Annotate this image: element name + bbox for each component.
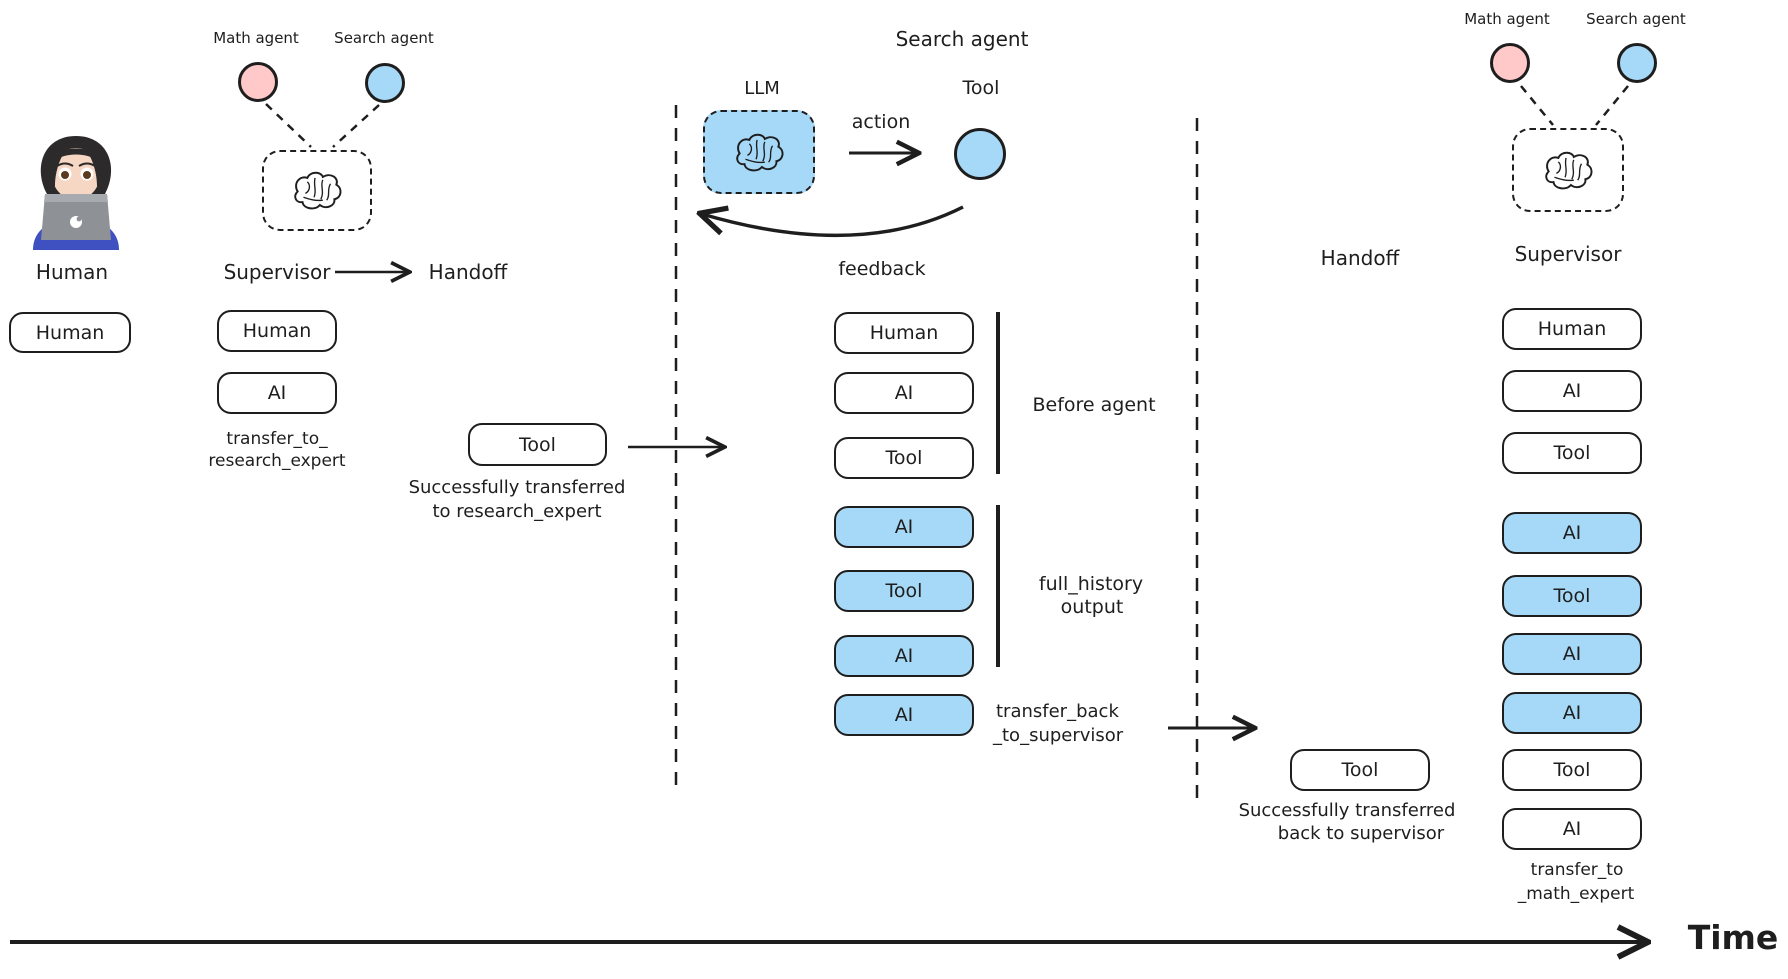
- full-history-label-line2: output: [1060, 596, 1124, 618]
- search-agent-connector: [332, 104, 380, 148]
- tool-circle: [954, 128, 1006, 180]
- message-box: AI: [1502, 370, 1642, 412]
- transfer-back-caption-line1: transfer_back: [996, 701, 1119, 722]
- transfer-to-math-caption-line2: _math_expert: [1517, 884, 1635, 904]
- message-box: Tool: [1502, 575, 1642, 617]
- supervisor-brain-box: [262, 150, 372, 231]
- brain-icon: [736, 133, 784, 171]
- handoff-label: Handoff: [428, 260, 508, 284]
- handoff-back-tool-box: Tool: [1290, 749, 1430, 791]
- supervisor-label: Supervisor: [223, 260, 331, 284]
- search-agent-dot-right: [1617, 43, 1657, 83]
- message-box: Human: [834, 312, 974, 354]
- human-emoji: [33, 136, 119, 250]
- message-box: Tool: [1502, 432, 1642, 474]
- handoff-tool-box: Tool: [468, 423, 607, 466]
- human-label: Human: [35, 260, 109, 284]
- tool-circle-label: Tool: [962, 77, 1000, 99]
- search-agent-dot: [365, 63, 405, 103]
- message-box: AI: [834, 635, 974, 677]
- message-box: Human: [1502, 308, 1642, 350]
- message-box: AI: [1502, 512, 1642, 554]
- message-box: AI: [834, 506, 974, 548]
- handoff-caption-line1: Successfully transferred: [408, 477, 626, 498]
- feedback-label: feedback: [838, 258, 926, 280]
- time-axis-label: Time: [1687, 918, 1779, 957]
- full-history-label-line1: full_history: [1038, 573, 1144, 595]
- supervisor-label-right: Supervisor: [1514, 242, 1622, 266]
- message-box: Tool: [834, 437, 974, 479]
- action-label: action: [851, 111, 911, 133]
- handoff-back-caption-line2: back to supervisor: [1277, 823, 1445, 844]
- search-agent-title: Search agent: [895, 27, 1029, 51]
- math-agent-label: Math agent: [213, 29, 299, 47]
- message-box: AI: [1502, 692, 1642, 734]
- search-agent-label-right: Search agent: [1586, 10, 1686, 28]
- search-agent-label: Search agent: [334, 29, 434, 47]
- message-box: AI: [1502, 808, 1642, 850]
- llm-label: LLM: [744, 78, 780, 99]
- message-box: Human: [217, 310, 337, 352]
- math-agent-dot-right: [1490, 43, 1530, 83]
- handoff-back-label: Handoff: [1320, 246, 1400, 270]
- message-box: AI: [834, 372, 974, 414]
- message-box: Tool: [1502, 749, 1642, 791]
- transfer-to-caption-line2: research_expert: [208, 451, 346, 471]
- message-box: AI: [1502, 633, 1642, 675]
- message-box: Tool: [834, 570, 974, 612]
- brain-icon: [1545, 151, 1593, 189]
- human-message-box: Human: [9, 312, 131, 353]
- search-agent-connector-right: [1595, 85, 1629, 126]
- brain-icon: [294, 171, 342, 210]
- transfer-back-caption-line2: _to_supervisor: [993, 725, 1124, 746]
- message-box: AI: [217, 372, 337, 414]
- llm-brain-box: [703, 110, 815, 194]
- math-agent-connector: [265, 103, 312, 148]
- before-agent-label: Before agent: [1032, 394, 1156, 416]
- math-agent-label-right: Math agent: [1464, 10, 1550, 28]
- handoff-caption-line2: to research_expert: [432, 501, 602, 522]
- math-agent-connector-right: [1520, 85, 1554, 126]
- feedback-arrow: [702, 205, 964, 238]
- message-box: AI: [834, 694, 974, 736]
- handoff-back-caption-line1: Successfully transferred: [1238, 800, 1456, 821]
- transfer-to-caption-line1: transfer_to_: [226, 429, 328, 449]
- transfer-to-math-caption-line1: transfer_to: [1530, 860, 1624, 880]
- supervisor-brain-box-right: [1512, 128, 1624, 212]
- math-agent-dot: [238, 62, 278, 102]
